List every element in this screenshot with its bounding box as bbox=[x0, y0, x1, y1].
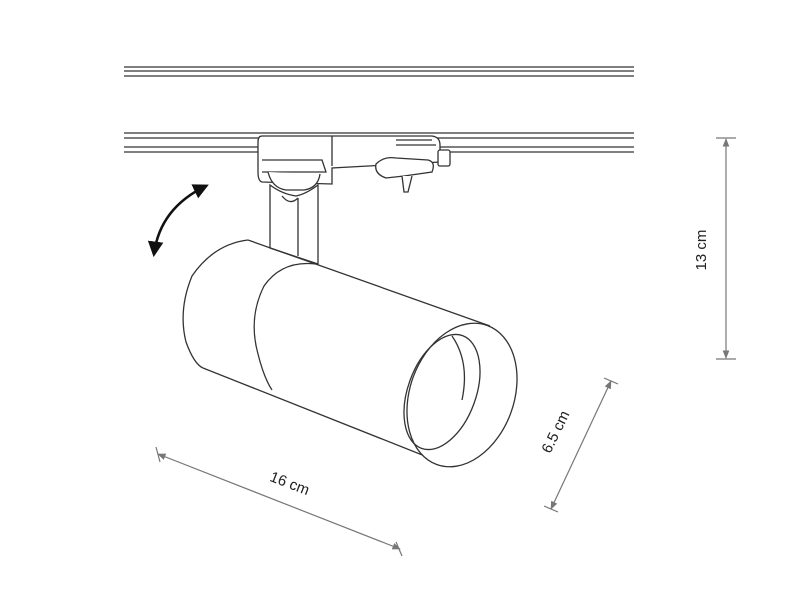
curved-double-arrow-icon bbox=[147, 184, 209, 258]
spotlight-stem bbox=[269, 183, 319, 265]
diameter-dimension bbox=[543, 377, 619, 513]
height-label: 13 cm bbox=[693, 230, 710, 271]
spotlight-body bbox=[182, 239, 518, 468]
height-dimension bbox=[716, 137, 736, 360]
upper-track-rail bbox=[124, 66, 634, 77]
diameter-label: 6.5 cm bbox=[538, 408, 573, 456]
length-label: 16 cm bbox=[267, 469, 311, 500]
length-dimension bbox=[155, 446, 403, 557]
track-adapter bbox=[257, 135, 451, 193]
